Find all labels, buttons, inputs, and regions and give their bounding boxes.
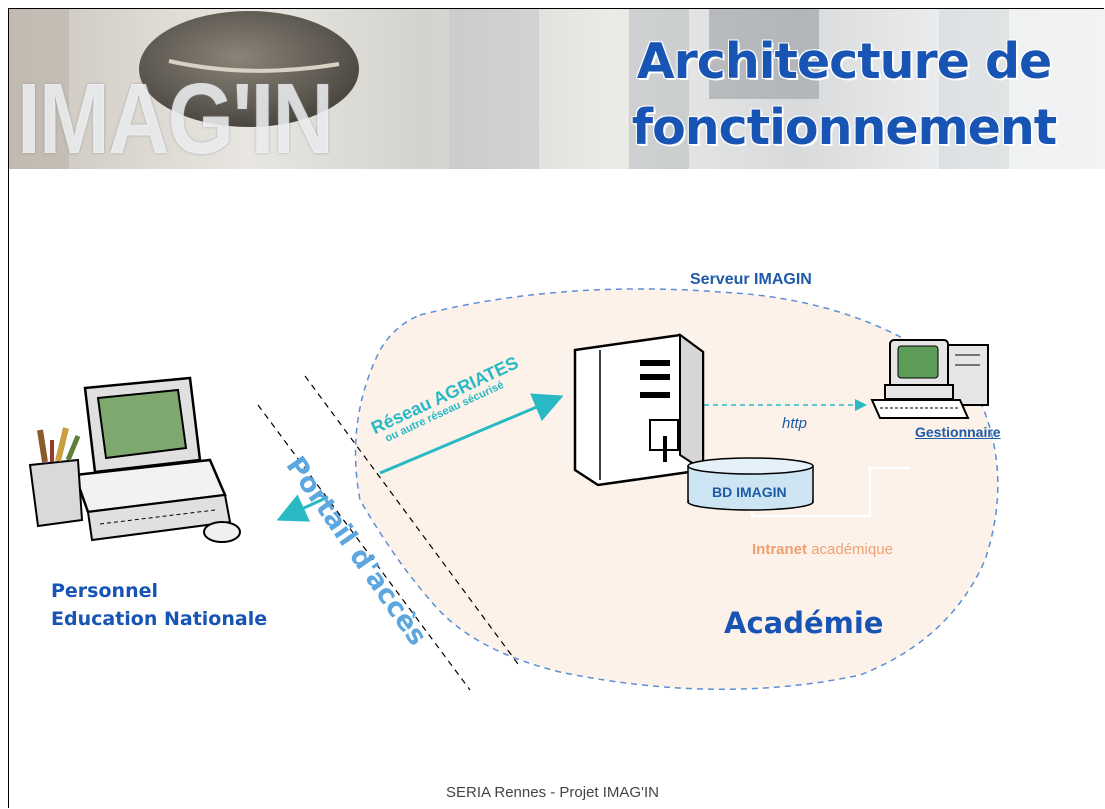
http-label: http [782,415,808,432]
intranet-label-rest: académique [811,541,893,558]
imagin-logo: IMAG'IN [17,63,334,169]
user-computer-icon [28,376,241,543]
server-label: Serveur IMAGIN [690,271,812,288]
header-photo-collage [9,9,1009,169]
academie-zone [354,288,999,690]
server-icon [573,333,705,487]
user-label: Personnel Education Nationale [51,577,267,633]
region-label: Académie [724,606,884,640]
user-label-line-2: Education Nationale [51,608,268,630]
header-banner: IMAG'IN Architecture de fonctionnement [9,9,1105,169]
portal-boundary-right [304,375,519,665]
manager-label: Gestionnaire [915,424,1001,440]
user-label-line-1: Personnel [51,580,158,602]
title-line-1: Architecture de [636,33,1053,90]
intranet-label-bold: Intranet [752,541,808,558]
portal-boundary-left [257,404,471,691]
database-icon [687,457,814,511]
manager-computer-icon [870,339,989,419]
intranet-label: Intranet académique [752,541,893,558]
database-label: BD IMAGIN [712,484,787,500]
title-line-2: fonctionnement [631,99,1057,156]
page-title: Architecture de fonctionnement [589,29,1099,161]
network-arrow [379,393,564,475]
intranet-link [751,467,910,517]
portal-to-user-arrow [276,494,329,522]
footer: SERIA Rennes - Projet IMAG'IN [446,784,659,801]
